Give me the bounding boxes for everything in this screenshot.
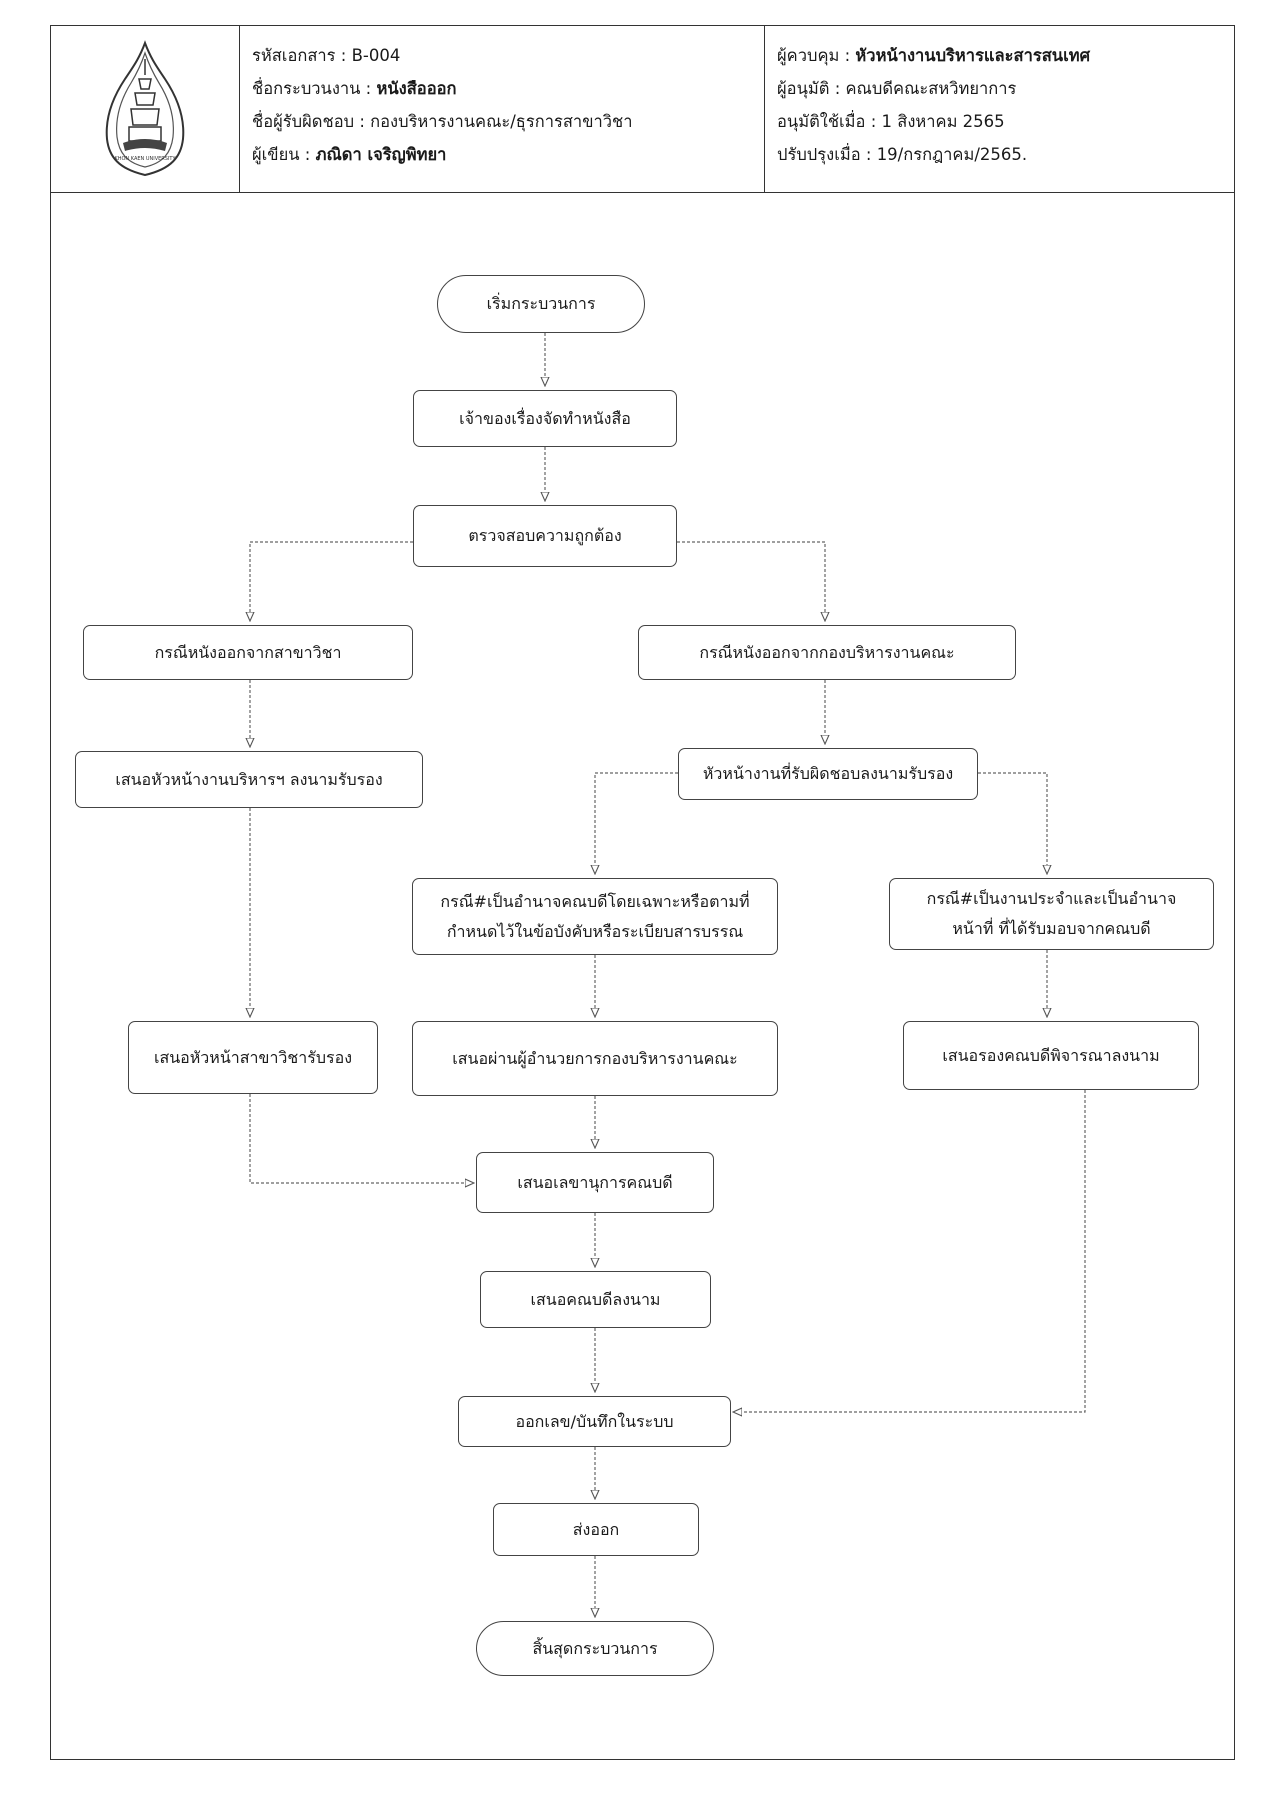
approved-date: 1 สิงหาคม 2565: [881, 112, 1005, 131]
connector-verify-dept: [250, 541, 413, 620]
connector-unit-routine-case: [978, 772, 1047, 873]
writer-label: ผู้เขียน :: [252, 145, 316, 164]
send-out-step: ส่งออก: [493, 1503, 699, 1556]
via-director-step: เสนอผ่านผู้อำนวยการกองบริหารงานคณะ: [412, 1021, 778, 1096]
owner: กองบริหารงานคณะ/ธุรการสาขาวิชา: [370, 112, 633, 131]
doc-code-label: รหัสเอกสาร :: [252, 46, 352, 65]
dean-sign-step: เสนอคณบดีลงนาม: [480, 1271, 711, 1328]
routine-duty-line-1: กรณี#เป็นงานประจำและเป็นอำนาจ: [926, 889, 1177, 908]
approver: คณบดีคณะสหวิทยาการ: [845, 79, 1017, 98]
process-label: ชื่อกระบวนงาน :: [252, 79, 377, 98]
revised-label: ปรับปรุงเมื่อ :: [777, 145, 877, 164]
owner-label: ชื่อผู้รับผิดชอบ :: [252, 112, 371, 131]
controller-label: ผู้ควบคุม :: [777, 46, 856, 65]
dept-head-certify-step: เสนอหัวหน้าสาขาวิชารับรอง: [128, 1021, 378, 1094]
connector-verify-faculty: [677, 541, 825, 620]
connector-dept-head-secretary: [249, 1094, 473, 1183]
doc-code-row: รหัสเอกสาร : B-004: [252, 39, 764, 72]
dean-authority-line-1: กรณี#เป็นอำนาจคณบดีโดยเฉพาะหรือตามที่: [440, 891, 750, 911]
approver-row: ผู้อนุมัติ : คณบดีคณะสหวิทยาการ: [777, 72, 1235, 105]
unit-head-sign-step: หัวหน้างานที่รับผิดชอบลงนามรับรอง: [678, 748, 978, 800]
start-terminal: เริ่มกระบวนการ: [437, 275, 645, 333]
connector-unit-dean-case: [595, 772, 678, 873]
vice-dean-sign-step: เสนอรองคณบดีพิจารณาลงนาม: [903, 1021, 1199, 1090]
approver-label: ผู้อนุมัติ :: [777, 79, 846, 98]
doc-code: B-004: [351, 46, 401, 65]
owner-row: ชื่อผู้รับผิดชอบ : กองบริหารงานคณะ/ธุรกา…: [252, 105, 764, 138]
process-name-row: ชื่อกระบวนงาน : หนังสือออก: [252, 72, 764, 105]
draft-letter-step: เจ้าของเรื่องจัดทำหนังสือ: [413, 390, 677, 447]
case-faculty-step: กรณีหนังออกจากกองบริหารงานคณะ: [638, 625, 1016, 680]
verify-step: ตรวจสอบความถูกต้อง: [413, 505, 677, 567]
approved-date-row: อนุมัติใช้เมื่อ : 1 สิงหาคม 2565: [777, 105, 1235, 138]
revised-date: 19/กรกฎาคม/2565.: [876, 145, 1028, 164]
revised-date-row: ปรับปรุงเมื่อ : 19/กรกฎาคม/2565.: [777, 138, 1235, 171]
process-name: หนังสือออก: [376, 79, 457, 98]
logo-cell: KHON KAEN UNIVERSITY: [50, 25, 240, 193]
seal-lettering: KHON KAEN UNIVERSITY: [114, 156, 176, 162]
secretary-step: เสนอเลขานุการคณบดี: [476, 1152, 714, 1213]
routine-duty-line-2: หน้าที่ ที่ได้รับมอบจากคณบดี: [952, 919, 1151, 938]
writer: ภณิดา เจริญพิทยา: [315, 145, 447, 164]
case-department-step: กรณีหนังออกจากสาขาวิชา: [83, 625, 413, 680]
controller: หัวหน้างานบริหารและสารสนเทศ: [855, 46, 1091, 65]
approval-info: ผู้ควบคุม : หัวหน้างานบริหารและสารสนเทศ …: [765, 25, 1235, 193]
document-header: KHON KAEN UNIVERSITY รหัสเอกสาร : B-004 …: [50, 25, 1235, 193]
document-info: รหัสเอกสาร : B-004 ชื่อกระบวนงาน : หนังส…: [240, 25, 765, 193]
connector-vice-dean-issue: [734, 1090, 1086, 1412]
dean-authority-line-2: กำหนดไว้ในข้อบังคับหรือระเบียบสารบรรณ: [446, 921, 744, 941]
admin-head-sign-step: เสนอหัวหน้างานบริหารฯ ลงนามรับรอง: [75, 751, 423, 808]
end-terminal: สิ้นสุดกระบวนการ: [476, 1621, 714, 1676]
controller-row: ผู้ควบคุม : หัวหน้างานบริหารและสารสนเทศ: [777, 39, 1235, 72]
university-seal-icon: KHON KAEN UNIVERSITY: [105, 40, 185, 177]
routine-duty-case-step: กรณี#เป็นงานประจำและเป็นอำนาจ หน้าที่ ที…: [889, 878, 1214, 950]
page-frame: [50, 25, 1235, 1760]
writer-row: ผู้เขียน : ภณิดา เจริญพิทยา: [252, 138, 764, 171]
issue-number-step: ออกเลข/บันทึกในระบบ: [458, 1396, 731, 1447]
approved-label: อนุมัติใช้เมื่อ :: [777, 112, 882, 131]
dean-authority-case-step: กรณี#เป็นอำนาจคณบดีโดยเฉพาะหรือตามที่ กำ…: [412, 878, 778, 955]
